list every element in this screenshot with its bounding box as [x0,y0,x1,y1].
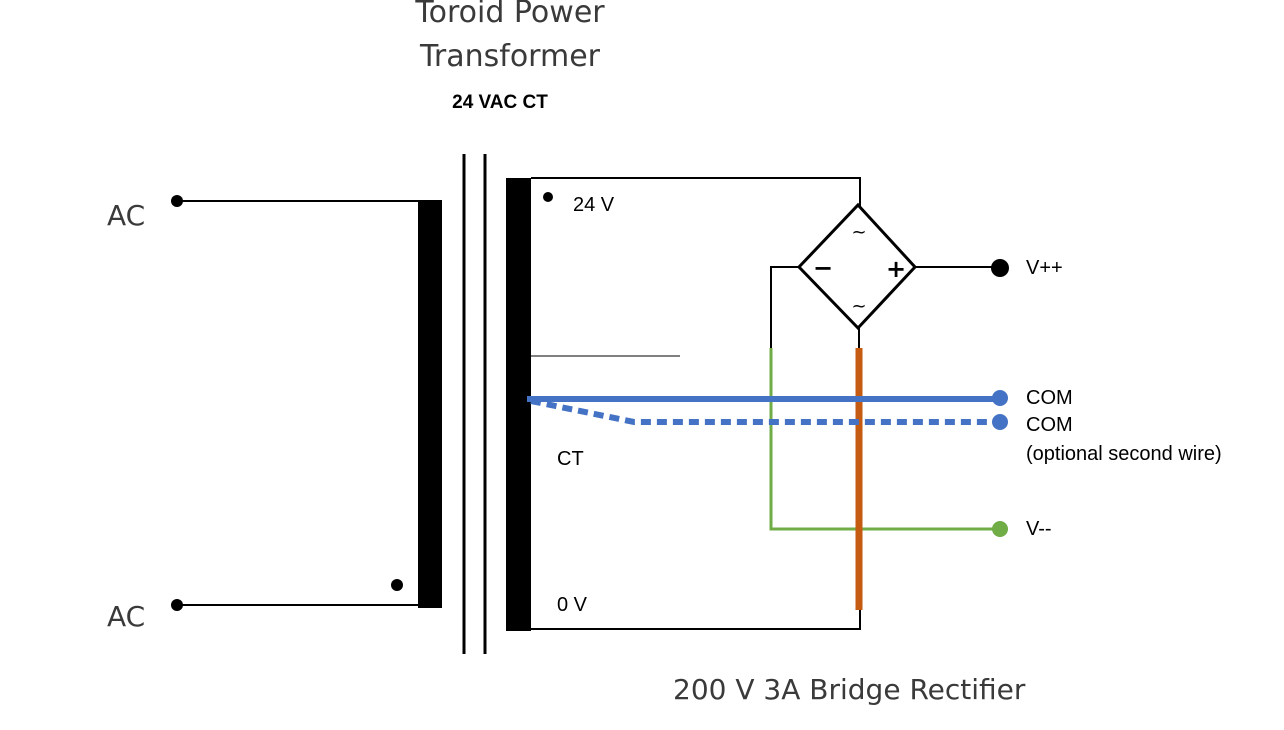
label-com2: COM [1026,414,1073,436]
vmm-terminal [992,521,1008,537]
bridge-ac-symbol-bottom: ~ [851,296,866,317]
label-com2-note: (optional second wire) [1026,443,1222,465]
label-0v: 0 V [557,594,588,616]
negative-wire-green [769,348,1000,531]
label-vmm: V-- [1026,518,1052,540]
label-com: COM [1026,387,1073,409]
wire-24v-to-bridge [531,177,861,206]
secondary-polarity-dot [543,192,553,202]
label-ct: CT [557,448,584,470]
wire-0v-to-bridge [531,606,861,630]
primary-polarity-dot [391,579,403,591]
subtitle: 24 VAC CT [452,92,548,113]
vpp-terminal [991,259,1009,277]
label-vpp: V++ [1026,257,1063,279]
com2-terminal [992,414,1008,430]
rectifier-caption: 200 V 3A Bridge Rectifier [673,673,1026,706]
primary-winding [418,200,442,608]
title-line-2: Transformer [419,39,601,74]
ac-label-top: AC [107,199,145,232]
bridge-plus-symbol: + [886,255,906,283]
ac-label-bottom: AC [107,600,145,633]
label-24v: 24 V [573,194,615,216]
com-terminal [992,390,1008,406]
com2-wire-dashed [530,398,1000,425]
secondary-winding [506,178,531,631]
title-line-1: Toroid Power [414,0,605,30]
bridge-ac-symbol-top: ~ [851,222,866,243]
bridge-minus-symbol: − [813,254,833,282]
negative-wire-black [770,266,799,348]
